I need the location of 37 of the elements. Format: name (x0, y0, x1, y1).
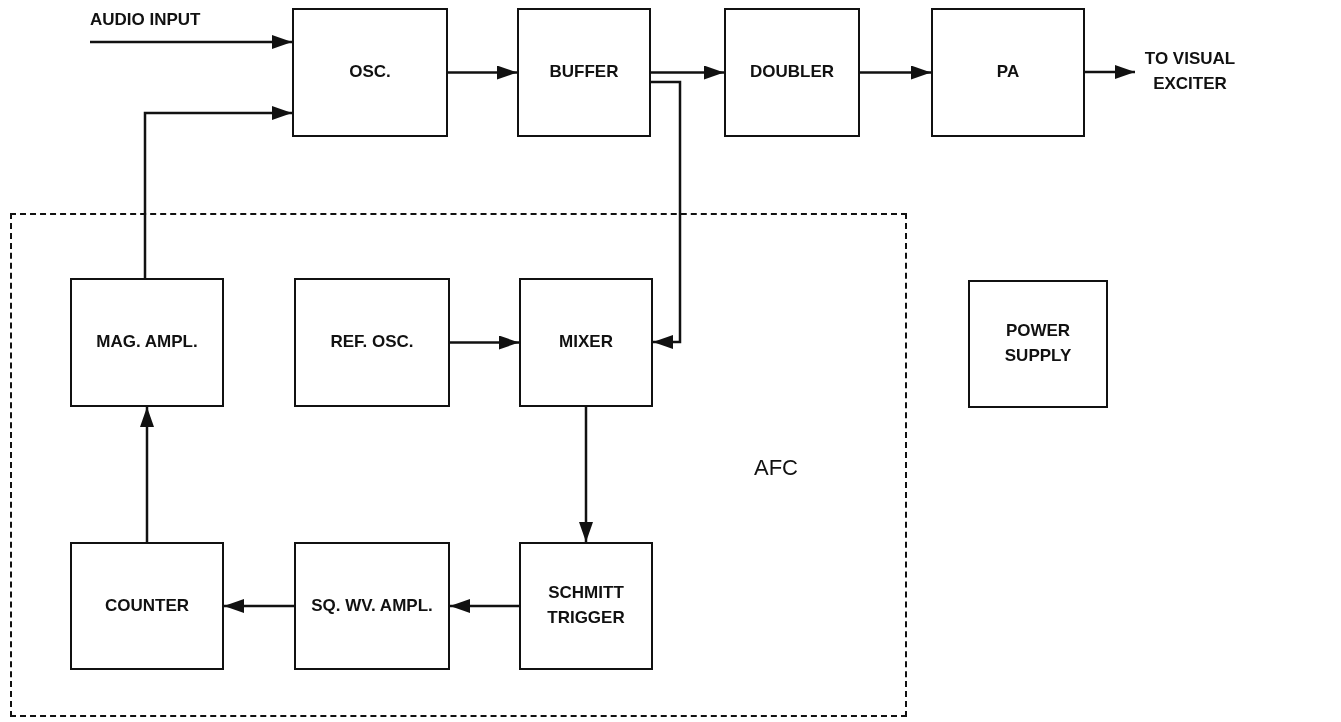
doubler-block (724, 8, 860, 137)
block-label: REF. OSC. (329, 331, 415, 354)
oscillator-block (292, 8, 448, 137)
block-label: PA (995, 61, 1021, 84)
block-label: COUNTER (103, 594, 191, 617)
block-label: TO VISUAL EXCITER (1143, 48, 1237, 95)
arrow (143, 106, 292, 278)
block-label: DOUBLER (748, 61, 836, 84)
arrow (224, 599, 294, 613)
arrow (860, 65, 931, 80)
counter-block (70, 542, 224, 670)
block-label: OSC. (348, 61, 392, 84)
amplifier-block (70, 278, 224, 407)
amplifier-block (931, 8, 1085, 137)
buffer-block (517, 8, 651, 137)
arrow (450, 335, 519, 350)
block-label: SCHMITT TRIGGER (546, 582, 626, 629)
arrow (579, 407, 593, 542)
arrow (651, 65, 724, 80)
block-label: MIXER (558, 331, 614, 354)
mixer-block (519, 278, 653, 407)
arrow (90, 35, 292, 49)
trigger-block (519, 542, 653, 670)
afc-group-outline (10, 213, 907, 717)
block-label: BUFFER (548, 61, 620, 84)
arrow (140, 407, 154, 542)
power-supply-block (968, 280, 1108, 408)
oscillator-block (294, 278, 450, 407)
block-label: POWER SUPPLY (1003, 320, 1073, 367)
group-label: AFC (754, 455, 798, 481)
block-label: SQ. WV. AMPL. (310, 594, 434, 617)
arrow (1085, 65, 1135, 79)
arrow (450, 599, 519, 613)
amplifier-block (294, 542, 450, 670)
arrow (448, 65, 517, 80)
arrow (651, 80, 682, 349)
block-label: MAG. AMPL. (95, 331, 199, 354)
